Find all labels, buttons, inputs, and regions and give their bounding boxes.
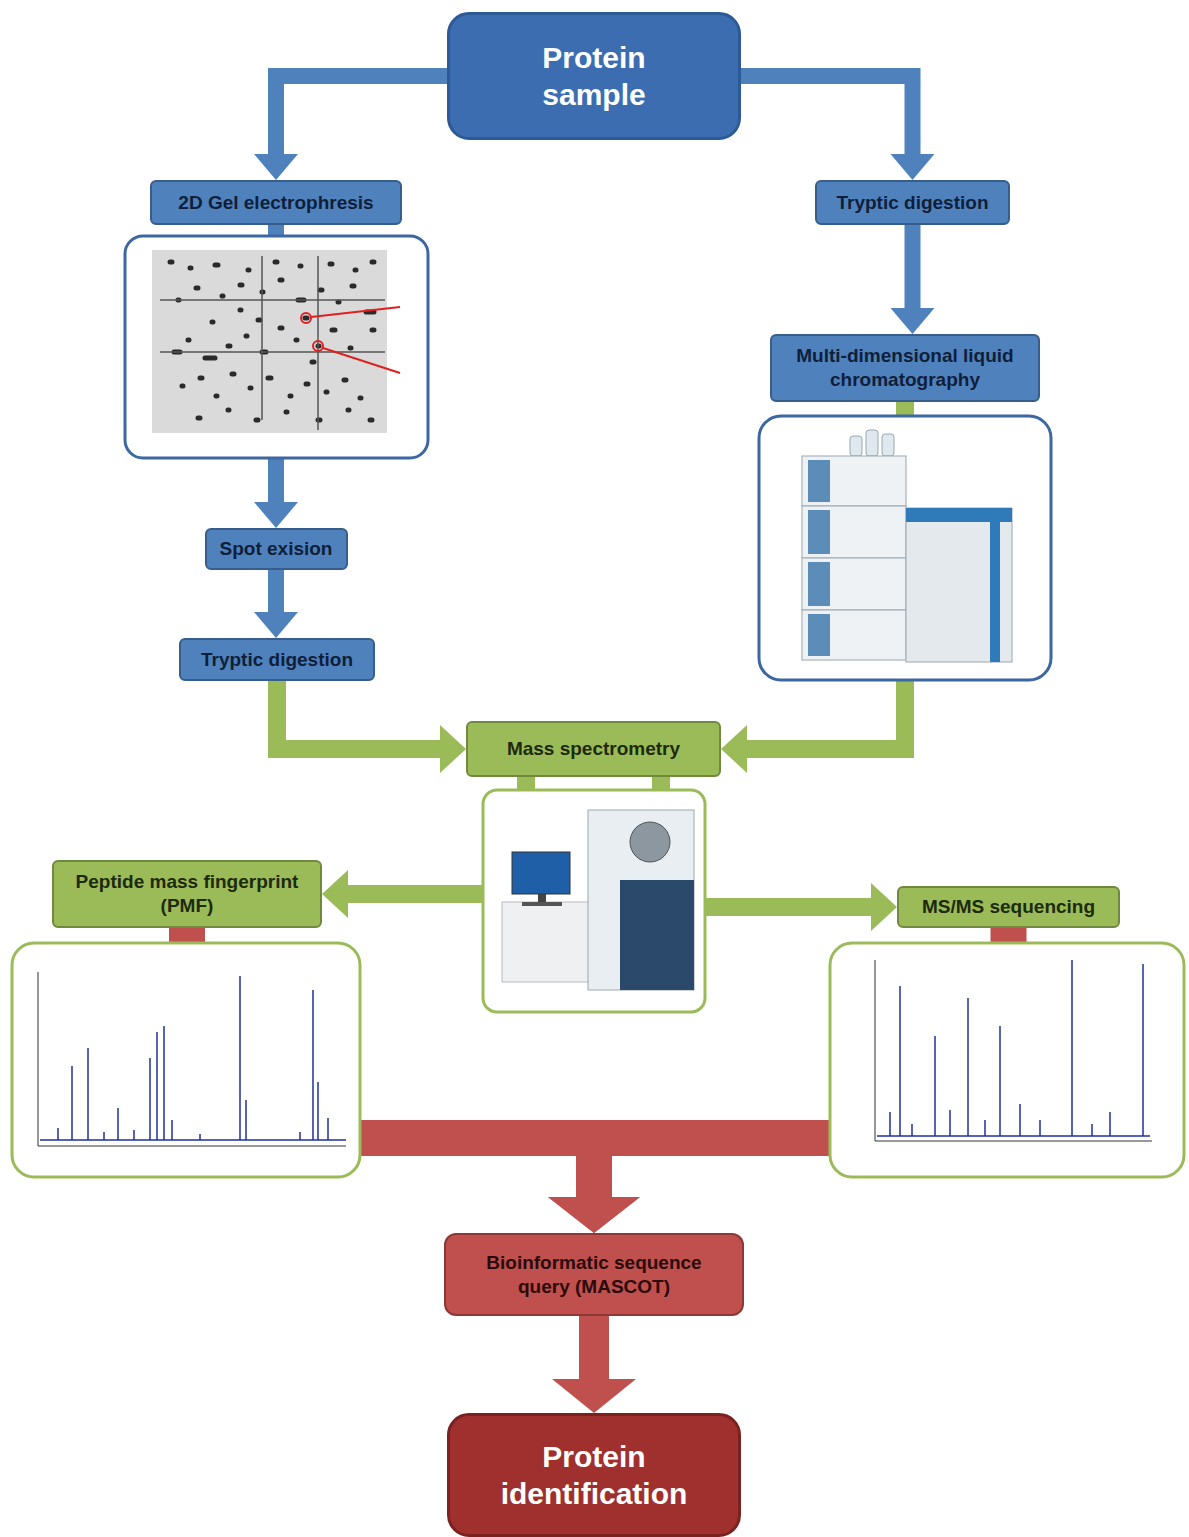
ms-source bbox=[630, 822, 670, 862]
step-label: Tryptic digestion bbox=[815, 180, 1010, 225]
image-panel bbox=[759, 416, 1051, 680]
flow-arrow bbox=[254, 76, 447, 180]
lc-module-strip bbox=[808, 460, 830, 656]
node-text: 2D Gel electrophresis bbox=[178, 191, 373, 215]
image-panel bbox=[125, 236, 428, 458]
image-panel bbox=[483, 790, 705, 1012]
node-text: Spot exision bbox=[220, 537, 333, 561]
flow-arrow bbox=[277, 681, 466, 773]
arrow-head bbox=[548, 1197, 640, 1233]
ms-instrument-base bbox=[620, 880, 694, 990]
ms-instrument bbox=[588, 810, 694, 990]
step-label: Spot exision bbox=[205, 528, 348, 570]
arrow-head bbox=[721, 725, 747, 773]
gel-spots bbox=[170, 262, 374, 420]
flow-arrow bbox=[254, 570, 298, 638]
spot-marker bbox=[313, 341, 323, 351]
gel-streaks bbox=[160, 256, 385, 430]
solvent-bottle bbox=[850, 436, 862, 456]
node-text: Multi-dimensional liquid chromatography bbox=[782, 344, 1028, 392]
desk bbox=[502, 902, 590, 982]
spectrum-axes bbox=[38, 972, 346, 1146]
monitor bbox=[512, 852, 570, 894]
leader-line bbox=[311, 307, 400, 373]
arrow-head bbox=[254, 502, 298, 528]
arrow-head bbox=[254, 154, 298, 180]
arrow-head bbox=[322, 870, 348, 918]
spectrum-axes bbox=[875, 960, 1152, 1141]
node-text: Tryptic digestion bbox=[201, 648, 353, 672]
step-label: 2D Gel electrophresis bbox=[150, 180, 402, 225]
arrow-shaft bbox=[905, 225, 921, 313]
query-box: Bioinformatic sequence query (MASCOT) bbox=[444, 1233, 744, 1316]
step-label: MS/MS sequencing bbox=[897, 886, 1120, 928]
arrow-head bbox=[440, 725, 466, 773]
solvent-bottle bbox=[882, 434, 894, 456]
arrow-head bbox=[552, 1379, 636, 1413]
keyboard bbox=[522, 902, 562, 906]
step-label: Peptide mass fingerprint (PMF) bbox=[52, 860, 322, 928]
spot-marker bbox=[301, 313, 311, 323]
step-label: Multi-dimensional liquid chromatography bbox=[770, 334, 1040, 402]
flow-arrow bbox=[552, 1316, 636, 1413]
monitor-stand bbox=[538, 894, 546, 902]
flow-arrow bbox=[891, 225, 935, 334]
spectrum-peaks bbox=[40, 976, 346, 1140]
arrow-shaft bbox=[277, 681, 445, 749]
arrow-shaft bbox=[741, 76, 913, 159]
node-text: MS/MS sequencing bbox=[922, 895, 1095, 919]
arrow-head bbox=[891, 308, 935, 334]
node-text: Protein sample bbox=[494, 39, 694, 114]
arrow-head bbox=[871, 883, 897, 931]
flow-arrow bbox=[721, 402, 905, 773]
node-text: Mass spectrometry bbox=[507, 737, 680, 761]
lc-tower-stripe bbox=[906, 508, 1012, 522]
arrow-head bbox=[548, 1197, 640, 1233]
arrow-shaft bbox=[579, 1316, 609, 1386]
node-text: Bioinformatic sequence query (MASCOT) bbox=[459, 1251, 729, 1299]
lc-tower-stripe bbox=[990, 522, 1000, 662]
arrow-shaft bbox=[268, 570, 284, 617]
lc-tower bbox=[906, 508, 1012, 662]
spectrum-panel bbox=[12, 943, 360, 1177]
step-label: Tryptic digestion bbox=[179, 638, 375, 681]
node-text: Peptide mass fingerprint (PMF) bbox=[64, 870, 310, 918]
arrow-shaft bbox=[276, 76, 447, 159]
arrow-head bbox=[254, 612, 298, 638]
result-box: Protein identification bbox=[447, 1413, 741, 1537]
solvent-bottle bbox=[866, 430, 878, 456]
sample-box: Protein sample bbox=[447, 12, 741, 140]
spectrum-peaks bbox=[877, 960, 1150, 1136]
step-label: Mass spectrometry bbox=[466, 721, 721, 777]
flow-arrow bbox=[741, 76, 935, 180]
arrow-head bbox=[891, 154, 935, 180]
gel-image bbox=[152, 250, 387, 433]
spectrum-panel bbox=[830, 943, 1184, 1177]
node-text: Tryptic digestion bbox=[836, 191, 988, 215]
node-text: Protein identification bbox=[484, 1438, 704, 1513]
